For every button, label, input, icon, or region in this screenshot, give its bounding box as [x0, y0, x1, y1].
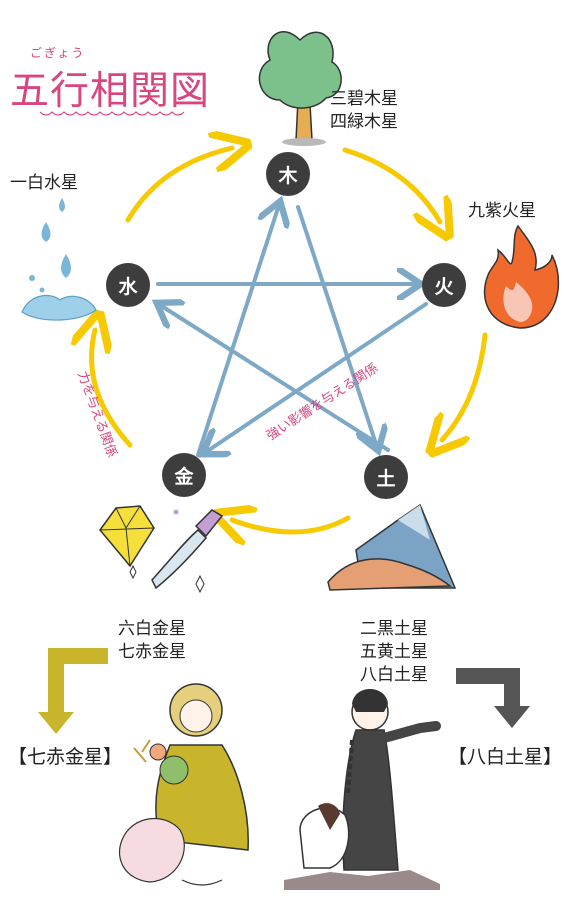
wood-stars: 三碧木星 四緑木星	[330, 88, 398, 134]
node-earth: 土	[364, 455, 408, 499]
water-drops-icon	[21, 198, 97, 321]
water-stars: 一白水星	[10, 172, 78, 195]
flame-icon	[483, 224, 560, 329]
fire-stars: 九紫火星	[468, 200, 536, 223]
earth-stars: 二黒土星 五黄土星 八白土星	[360, 618, 428, 687]
node-wood: 木	[266, 152, 310, 196]
star-label: 八白土星	[360, 665, 428, 685]
right-result-label: 【八白土星】	[448, 746, 563, 768]
star-label: 九紫火星	[468, 201, 536, 221]
star-label: 六白金星	[118, 619, 186, 639]
tree-icon	[258, 31, 342, 146]
star-label: 四緑木星	[330, 112, 398, 132]
star-label: 二黒土星	[360, 619, 428, 639]
right-result-arrow	[456, 668, 530, 728]
title-underline	[39, 111, 185, 116]
star-label: 五黄土星	[360, 642, 428, 662]
woman-illustration	[118, 683, 249, 886]
metal-stars: 六白金星 七赤金星	[118, 618, 186, 664]
node-metal: 金	[162, 453, 206, 497]
man-dog-illustration	[284, 689, 441, 890]
star-label: 七赤金星	[118, 642, 186, 662]
gems-dagger-icon	[99, 505, 224, 594]
mountain-icon	[327, 503, 457, 591]
star-label: 三碧木星	[330, 89, 398, 109]
node-fire: 火	[422, 263, 466, 307]
left-result-arrow	[38, 648, 108, 734]
star-label: 一白水星	[10, 173, 78, 193]
controlling-star	[158, 205, 428, 455]
title-ruby: ごぎょう	[30, 46, 86, 60]
node-water: 水	[106, 263, 150, 307]
generating-cycle	[92, 148, 488, 532]
page-title: 五行相関図	[10, 69, 211, 114]
left-result-label: 【七赤金星】	[8, 746, 123, 768]
